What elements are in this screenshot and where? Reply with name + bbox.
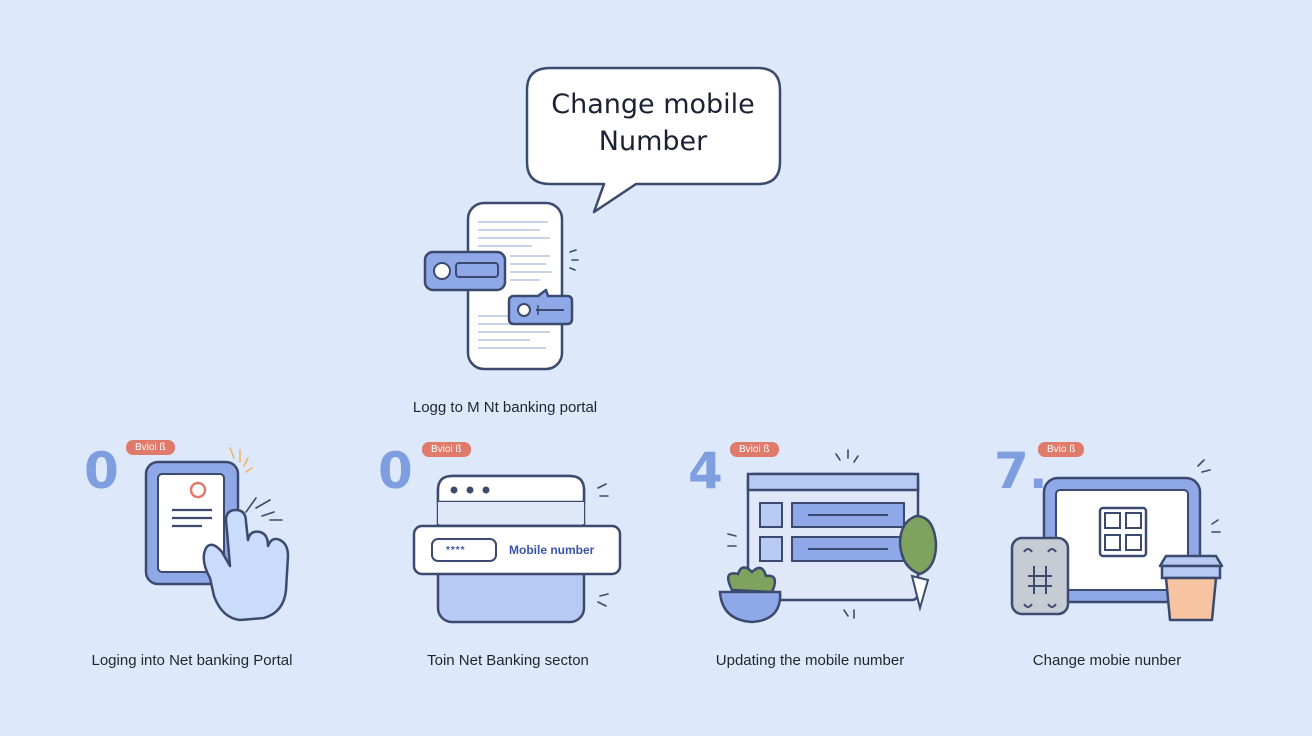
mobile-number-field-label: Mobile number <box>509 543 595 557</box>
step-badge: Bvioi ß <box>422 442 471 457</box>
password-dots: **** <box>446 545 466 556</box>
step-number: 0 <box>84 442 119 500</box>
step-badge: Bvioi ß <box>730 442 779 457</box>
step-badge: Bvioi ß <box>126 440 175 455</box>
step-number: 0 <box>378 442 413 500</box>
bubble-line-1: Change mobile <box>551 89 755 120</box>
bubble-title: Change mobile Number <box>528 86 778 160</box>
step-caption: Loging into Net banking Portal <box>91 652 293 669</box>
step-caption: Updating the mobile number <box>715 652 905 669</box>
step-caption: Toin Net Banking secton <box>427 652 589 669</box>
bubble-line-2: Number <box>598 126 708 157</box>
step-number: 4 <box>688 442 723 500</box>
step-caption: Change mobie nunber <box>1032 652 1182 669</box>
header-caption: Logg to M Nt banking portal <box>412 399 598 416</box>
step-badge: Bvio ß <box>1038 442 1085 457</box>
